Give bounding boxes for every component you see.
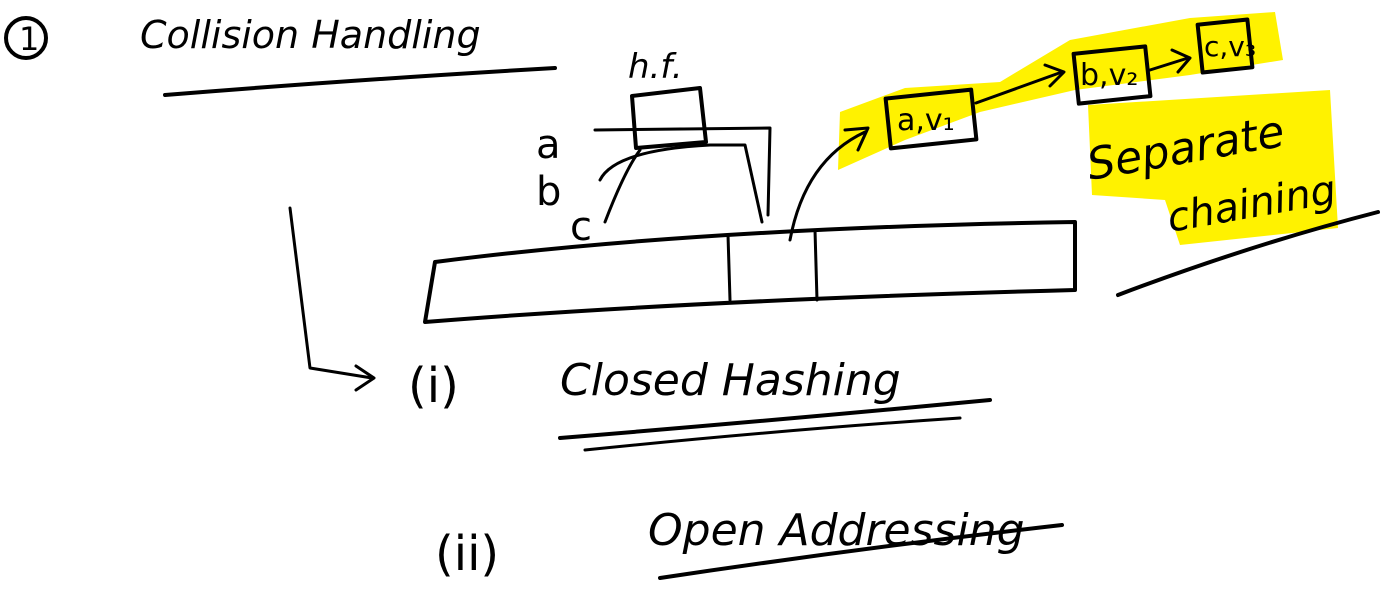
keys: a b c — [536, 122, 592, 250]
key-b-line — [598, 143, 764, 224]
highlight-separate-chaining — [1088, 90, 1338, 245]
method-1-underline — [558, 398, 992, 440]
number-label: 1 — [19, 20, 39, 58]
branch-arrowhead — [354, 364, 376, 392]
method-2-roman: (ii) — [435, 526, 499, 582]
chain-arrow-2-head — [1170, 48, 1192, 74]
number-circle — [4, 16, 48, 60]
chain-node-1-box — [883, 87, 979, 151]
chain-node-2-label: b,v₂ — [1080, 58, 1138, 93]
key-b: b — [536, 169, 561, 215]
hash-function-box — [630, 86, 708, 150]
chain-node-3-box — [1195, 17, 1255, 75]
chain-node-1-label: a,v₁ — [897, 103, 955, 138]
key-a: a — [536, 122, 561, 168]
key-a-line — [593, 126, 772, 217]
separate-chaining: Separate chaining — [1083, 106, 1380, 297]
method-2-name: Open Addressing — [648, 505, 1025, 556]
chain-arrow-2 — [1148, 56, 1190, 72]
methods: (i) Closed Hashing (ii) Open Addressing — [408, 355, 1064, 582]
chain-arrow-1-head — [1043, 63, 1066, 88]
method-2-underline — [658, 523, 1064, 580]
hash-table-divider-2 — [813, 228, 819, 302]
hash-function: h.f. — [593, 47, 772, 224]
method-1-underline-2 — [583, 416, 962, 452]
header: 1 Collision Handling — [4, 13, 557, 97]
hash-table — [423, 126, 1077, 324]
method-1-name: Closed Hashing — [560, 355, 901, 406]
method-1-roman: (i) — [408, 358, 459, 414]
hash-function-label: h.f. — [628, 47, 683, 87]
hash-table-divider-1 — [726, 233, 732, 302]
title-text: Collision Handling — [140, 13, 481, 57]
chain-node-3-label: c,v₃ — [1204, 30, 1256, 63]
chain-arrow-1 — [974, 70, 1064, 105]
collision-arrow — [788, 130, 867, 242]
collision-arrowhead — [843, 126, 870, 152]
hash-table-outline — [423, 220, 1077, 324]
chain: a,v₁ b,v₂ c,v₃ — [883, 17, 1256, 151]
separate-chaining-underline — [1116, 210, 1380, 297]
key-c-line — [603, 148, 642, 224]
branch-arrow — [288, 206, 374, 380]
chain-node-2-box — [1071, 44, 1153, 106]
title-underline — [163, 66, 557, 97]
key-c: c — [570, 204, 592, 250]
